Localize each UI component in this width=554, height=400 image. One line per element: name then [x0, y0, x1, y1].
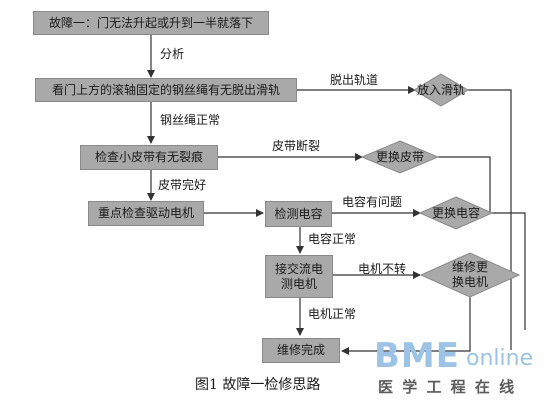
node-start: 故障一：门无法升起或升到一半就落下 — [33, 11, 269, 35]
node-put-rail: 放入滑轨 — [413, 73, 469, 107]
node-done-text: 维修完成 — [276, 343, 325, 357]
logo-brand: BME — [374, 336, 460, 376]
node-ac-test-line2: 测电机 — [280, 276, 317, 291]
label-motor-not-turn: 电机不转 — [358, 262, 407, 276]
node-replace-belt-shape — [361, 140, 439, 174]
node-repair-motor-line1: 维修更 — [451, 260, 488, 274]
node-repair-motor-shape — [420, 252, 520, 298]
node-detect-cap: 检测电容 — [265, 201, 332, 227]
node-check-motor-text: 重点检查驱动电机 — [97, 206, 194, 220]
node-replace-belt-text: 更换皮带 — [375, 149, 424, 164]
node-put-rail-text: 放入滑轨 — [416, 82, 465, 97]
label-belt-ok: 皮带完好 — [158, 178, 207, 192]
node-ac-test: 接交流电 测电机 — [265, 255, 333, 298]
node-replace-cap-text: 更换电容 — [431, 205, 480, 220]
node-done: 维修完成 — [262, 338, 340, 363]
node-replace-belt: 更换皮带 — [361, 140, 439, 174]
label-rope-out: 脱出轨道 — [330, 73, 379, 87]
label-belt-broken: 皮带断裂 — [272, 139, 321, 153]
logo-subtitle: 医 学 工 程 在 线 — [378, 378, 517, 396]
edge-repair-return — [341, 296, 471, 355]
label-motor-ok: 电机正常 — [308, 307, 357, 321]
figure-caption: 图1 故障一检修思路 — [195, 377, 321, 393]
node-repair-motor: 维修更 换电机 — [420, 252, 520, 298]
node-detect-cap-text: 检测电容 — [274, 206, 323, 221]
edge-rail-return — [466, 89, 512, 350]
node-check-rope: 看门上方的滚轴固定的钢丝绳有无脱出滑轨 — [35, 78, 297, 102]
node-check-rope-text: 看门上方的滚轴固定的钢丝绳有无脱出滑轨 — [51, 82, 280, 97]
node-put-rail-shape — [413, 73, 469, 107]
node-replace-cap-shape — [419, 196, 493, 230]
node-check-motor: 重点检查驱动电机 — [88, 201, 204, 226]
logo-suffix: online — [466, 346, 534, 371]
watermark-logo: BME online 医 学 工 程 在 线 — [374, 338, 552, 398]
node-start-text: 故障一：门无法升起或升到一半就落下 — [48, 15, 253, 30]
label-rope-ok: 钢丝绳正常 — [160, 113, 221, 127]
edge-belt-return — [437, 156, 526, 330]
node-check-belt-text: 检查小皮带有无裂痕 — [94, 150, 203, 164]
label-analysis: 分析 — [160, 47, 185, 61]
node-repair-motor-line2: 换电机 — [451, 275, 488, 289]
node-ac-test-line1: 接交流电 — [274, 261, 323, 276]
node-replace-cap: 更换电容 — [419, 196, 493, 230]
label-cap-ok: 电容正常 — [308, 232, 357, 246]
label-cap-problem: 电容有问题 — [342, 195, 403, 209]
node-check-belt: 检查小皮带有无裂痕 — [80, 145, 218, 170]
